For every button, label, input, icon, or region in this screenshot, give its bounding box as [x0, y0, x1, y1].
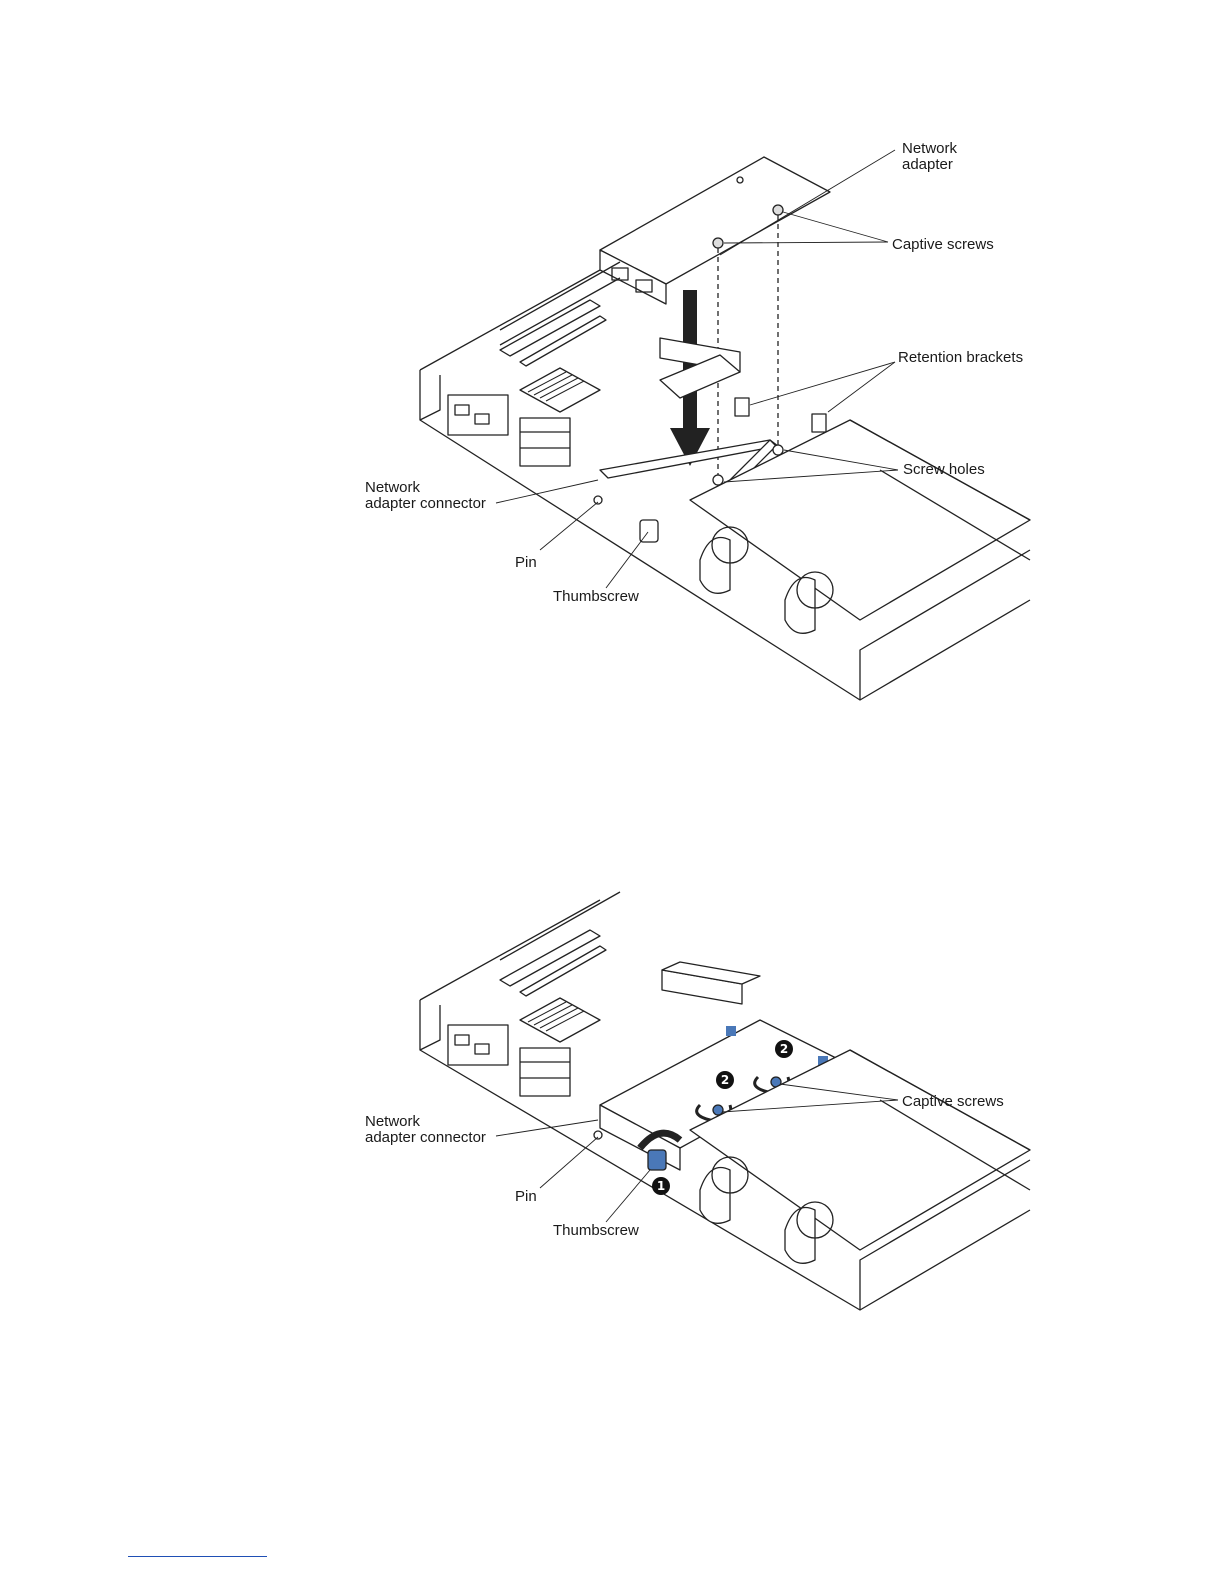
footer-divider — [128, 1556, 267, 1557]
server-chassis-drawing-1 — [0, 0, 1224, 720]
step-2-badge-right: 2 — [775, 1040, 793, 1058]
install-diagram-figure-1: Network adapter Captive screws Retention… — [0, 0, 1224, 720]
install-diagram-figure-2: 1 2 2 Captive screws Network adapter con… — [0, 880, 1224, 1320]
label-thumbscrew: Thumbscrew — [553, 589, 639, 605]
chassis-outline — [420, 262, 1030, 700]
label-captive-screws-2: Captive screws — [902, 1094, 1004, 1110]
step-2-badge-left: 2 — [716, 1071, 734, 1089]
label-pin-2: Pin — [515, 1189, 537, 1205]
label-network-adapter-connector: Network adapter connector — [365, 480, 486, 512]
network-adapter-board — [600, 157, 830, 304]
label-thumbscrew-2: Thumbscrew — [553, 1223, 639, 1239]
step-1-badge: 1 — [652, 1177, 670, 1195]
label-pin: Pin — [515, 555, 537, 571]
server-chassis-drawing-2 — [0, 880, 1224, 1320]
label-captive-screws: Captive screws — [892, 237, 994, 253]
label-retention-brackets: Retention brackets — [898, 350, 1023, 366]
label-network-adapter-connector-2: Network adapter connector — [365, 1114, 486, 1146]
label-network-adapter: Network adapter — [902, 141, 957, 173]
label-screw-holes: Screw holes — [903, 462, 985, 478]
